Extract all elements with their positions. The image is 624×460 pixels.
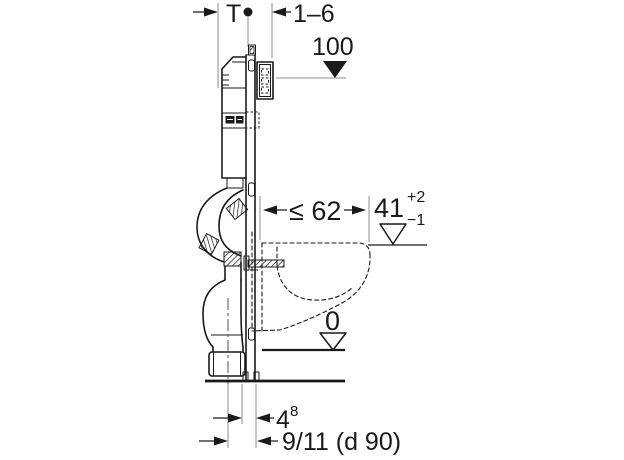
arrowhead-right-icon	[352, 205, 366, 215]
flush-bend-pipe	[196, 187, 249, 267]
frame-rail	[242, 44, 260, 382]
toilet-bowl-outline-dashed	[251, 231, 371, 332]
level-mark-0: 0	[319, 306, 347, 351]
dim-label-finish-range: 1–6	[293, 0, 335, 28]
dim-label-bowl-height: 41	[374, 193, 404, 223]
arrowhead-right-icon	[214, 436, 228, 446]
pipe-sleeve	[225, 197, 249, 221]
bowl-fixing	[243, 255, 285, 271]
level-mark-open-icon	[319, 332, 347, 351]
level-mark-filled-icon	[323, 61, 347, 78]
dimension-outlet-offset: 4 8	[213, 403, 298, 434]
reference-dot-icon	[243, 7, 253, 17]
actuator-box	[256, 61, 274, 100]
dim-label-drain-connection: 9/11 (d 90)	[282, 428, 401, 456]
dimension-wall-distance: T	[193, 0, 253, 28]
arrowhead-left-icon	[256, 413, 270, 423]
cistern-outlet	[226, 177, 244, 189]
level-mark-41: 41 +2 −1	[368, 189, 427, 246]
dim-label-wall-distance: T	[226, 0, 241, 28]
dim-label-max-projection: ≤ 62	[289, 196, 341, 226]
fixing-rod	[247, 259, 285, 268]
dimension-max-projection: ≤ 62	[263, 196, 366, 226]
dim-tolerance-plus: +2	[407, 189, 425, 206]
level-label-100: 100	[312, 33, 354, 61]
drain-socket	[208, 351, 246, 377]
service-opening-dashed	[245, 111, 260, 129]
drain-elbow	[202, 261, 246, 384]
arrowhead-left-icon	[257, 436, 271, 446]
level-mark-100: 100	[312, 33, 354, 78]
pipe-coupling	[223, 251, 242, 267]
rail-slot	[248, 327, 255, 341]
pipe-sleeve	[198, 232, 220, 256]
dim-label-outlet-offset: 4	[276, 406, 290, 434]
level-mark-open-icon	[379, 223, 407, 245]
rail-slot	[248, 59, 255, 72]
arrowhead-right-icon	[204, 7, 218, 17]
rail-slot	[248, 182, 255, 197]
level-label-0: 0	[325, 306, 340, 336]
rail-top-tab	[249, 46, 255, 54]
dimension-finish-range: 1–6	[272, 0, 335, 28]
dim-label-outlet-offset-sup: 8	[290, 403, 298, 420]
dim-tolerance-minus: −1	[407, 212, 425, 229]
arrowhead-right-icon	[228, 413, 242, 423]
cistern	[221, 56, 260, 189]
dimension-drain-connection: 9/11 (d 90)	[199, 428, 401, 456]
